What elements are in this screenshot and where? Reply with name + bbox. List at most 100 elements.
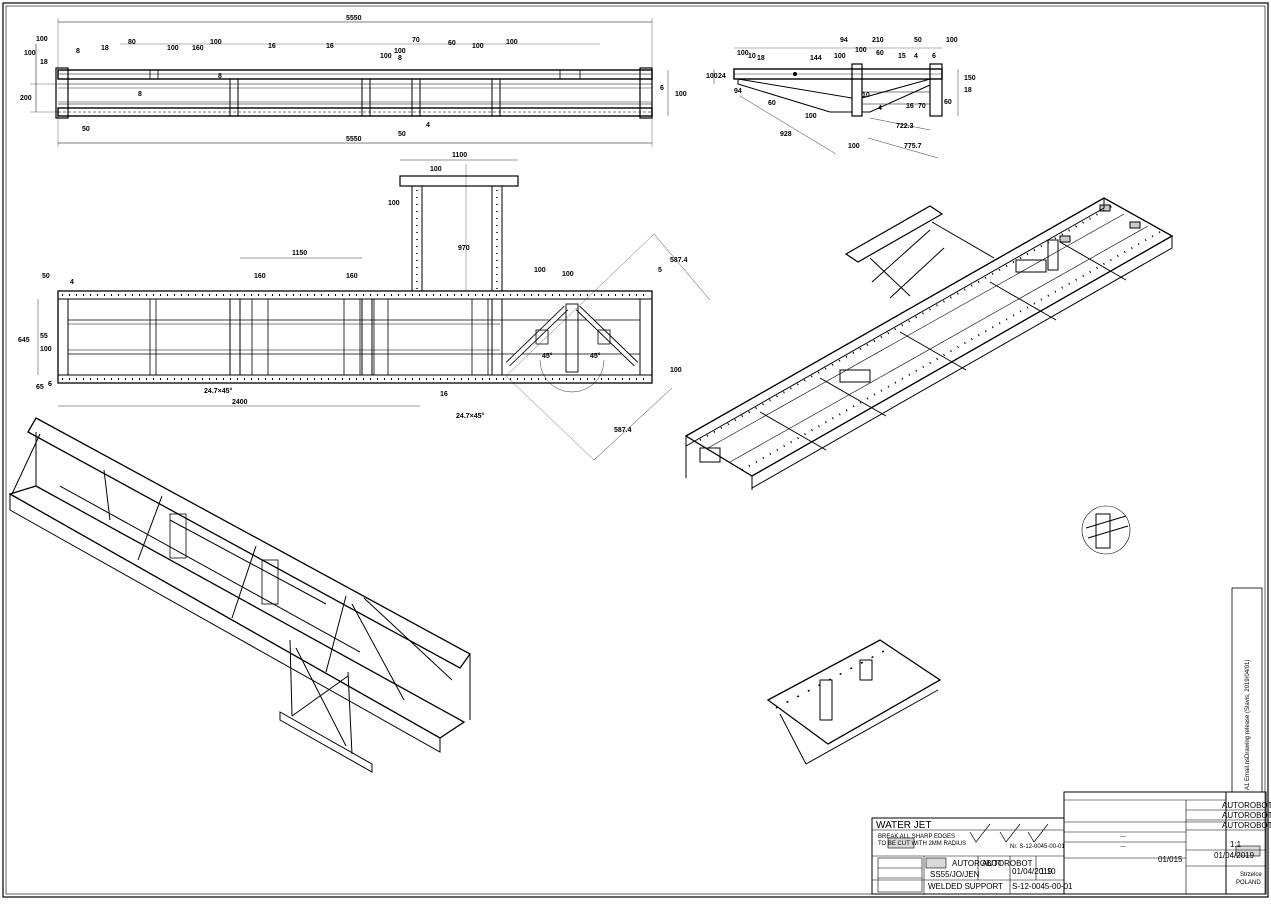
dim-label: 160 xyxy=(346,273,358,280)
dim-label: 4 xyxy=(70,279,74,286)
detail-view-corner xyxy=(766,639,942,765)
dim-label: 6 xyxy=(932,53,936,60)
dim-label: 50 xyxy=(914,37,922,44)
dim-label: 160 xyxy=(254,273,266,280)
revision-company-1: AUTOROBOT xyxy=(1222,801,1271,810)
front-elevation-view xyxy=(30,18,669,147)
dim-label: 100 xyxy=(534,267,546,274)
dim-overall-bottom: 5550 xyxy=(346,136,362,143)
detail-view-joint xyxy=(1081,505,1131,555)
dim-label: 144 xyxy=(810,55,822,62)
dash-field-2: --- xyxy=(1120,844,1126,850)
scale-field: 1:10 xyxy=(1040,867,1056,876)
dim-label: 94 xyxy=(734,88,742,95)
dim-label: 16 xyxy=(906,103,914,110)
dim-label: 94 xyxy=(840,37,848,44)
date-field: 01/04/2019 xyxy=(1012,867,1053,876)
dim-label: 100 xyxy=(36,36,48,43)
dim-label: 24.7×45° xyxy=(456,412,484,420)
dim-label: 100 xyxy=(706,73,718,80)
dim-label: 24.7×45° xyxy=(204,387,232,395)
dim-label: 150 xyxy=(964,75,976,82)
dim-label: 18 xyxy=(101,45,109,52)
side-view-dimensions: 100 10 18 100 144 94 100 210 60 15 50 4 … xyxy=(706,37,976,150)
dim-label: 722.3 xyxy=(896,123,914,130)
dim-label: 2400 xyxy=(232,399,248,406)
dim-label: 970 xyxy=(458,245,470,252)
dim-label: 100 xyxy=(40,346,52,353)
company-name-1: AUTOROBOT xyxy=(952,859,1003,868)
dim-label: 65 xyxy=(36,384,44,391)
dim-label: 100 xyxy=(167,45,179,52)
dim-label: 100 xyxy=(472,43,484,50)
country-label: POLAND xyxy=(1236,880,1261,886)
dim-label: 8 xyxy=(138,91,142,98)
plan-view xyxy=(37,159,711,461)
dim-label: 4 xyxy=(914,53,918,60)
dim-label: 18 xyxy=(40,59,48,66)
dim-label: 100 xyxy=(430,166,442,173)
dim-label: 1100 xyxy=(452,152,467,159)
dim-label: 100 xyxy=(388,200,400,207)
dim-label: 8 xyxy=(218,73,222,80)
revision-company-3: AUTOROBOT xyxy=(1222,821,1271,830)
dim-label: 100 xyxy=(855,47,867,54)
dim-label: 60 xyxy=(768,100,776,107)
dim-label: 24 xyxy=(718,73,726,80)
company-name-2: AUTOROBOT xyxy=(982,859,1033,868)
drawing-title: WELDED SUPPORT xyxy=(928,882,1003,891)
dim-label: 4 xyxy=(426,122,430,129)
dim-label: 16 xyxy=(268,43,276,50)
dim-label: 6 xyxy=(48,381,52,388)
front-view-dimensions: 5550 5550 100 8 18 80 100 160 100 16 16 … xyxy=(20,15,687,143)
dim-label: 70 xyxy=(918,103,926,110)
drawing-number: S-12-0045-00-01 xyxy=(1012,882,1073,891)
process-note-1: BREAK ALL SHARP EDGES xyxy=(878,834,955,840)
drawn-by: SS55/JO/JEN xyxy=(930,870,980,879)
dim-label: 100 xyxy=(506,39,518,46)
dim-label: 100 xyxy=(24,50,36,57)
dim-label: 55 xyxy=(40,333,48,340)
dim-label: 45° xyxy=(542,352,553,360)
dim-label: 45° xyxy=(590,352,601,360)
dim-label: 160 xyxy=(192,45,204,52)
dim-label: 100 xyxy=(380,53,392,60)
dim-label: 4 xyxy=(878,105,882,112)
dim-label: 60 xyxy=(944,99,952,106)
dim-label: 100 xyxy=(675,91,687,98)
process-label: WATER JET xyxy=(876,820,932,831)
dim-label: 10 xyxy=(748,53,756,60)
dim-label: 587.4 xyxy=(614,427,632,434)
dim-label: 8 xyxy=(398,55,402,62)
dim-label: 100 xyxy=(848,143,860,150)
dim-label: 60 xyxy=(876,50,884,57)
dim-label: 1150 xyxy=(292,250,307,257)
dim-label: 587.4 xyxy=(670,257,688,264)
revision-company-2: AUTOROBOT xyxy=(1222,811,1271,820)
side-elevation-view xyxy=(713,47,959,159)
title-block-text: WATER JET BREAK ALL SHARP EDGES TO BE CU… xyxy=(876,660,1271,891)
city-label: Strzelce xyxy=(1240,872,1262,878)
dim-label: 645 xyxy=(18,337,30,344)
dim-label: 100 xyxy=(805,113,817,120)
dim-label: 928 xyxy=(780,131,792,138)
dim-label: 100 xyxy=(737,50,749,57)
dim-label: 15 xyxy=(898,53,906,60)
process-note-2: TO BE CUT WITH 2MM RADIUS xyxy=(878,841,966,847)
dim-label: 50 xyxy=(42,273,50,280)
dash-field-1: --- xyxy=(1120,834,1126,840)
isometric-view-top xyxy=(684,197,1174,490)
dim-label: 80 xyxy=(128,39,136,46)
dim-label: 200 xyxy=(20,95,32,102)
dim-label: 18 xyxy=(757,55,765,62)
dim-label: 10 xyxy=(862,92,870,99)
release-date: 01/04/2019 xyxy=(1214,851,1255,860)
dim-label: 100 xyxy=(670,367,682,374)
sheet-number: 01/015 xyxy=(1158,855,1183,864)
dim-label: 60 xyxy=(448,40,456,47)
plan-view-dimensions: 1100 100 100 970 1150 160 160 100 100 50… xyxy=(18,152,688,434)
scale-large: 1:1 xyxy=(1230,840,1242,849)
dim-label: 16 xyxy=(326,43,334,50)
dim-label: 18 xyxy=(964,87,972,94)
